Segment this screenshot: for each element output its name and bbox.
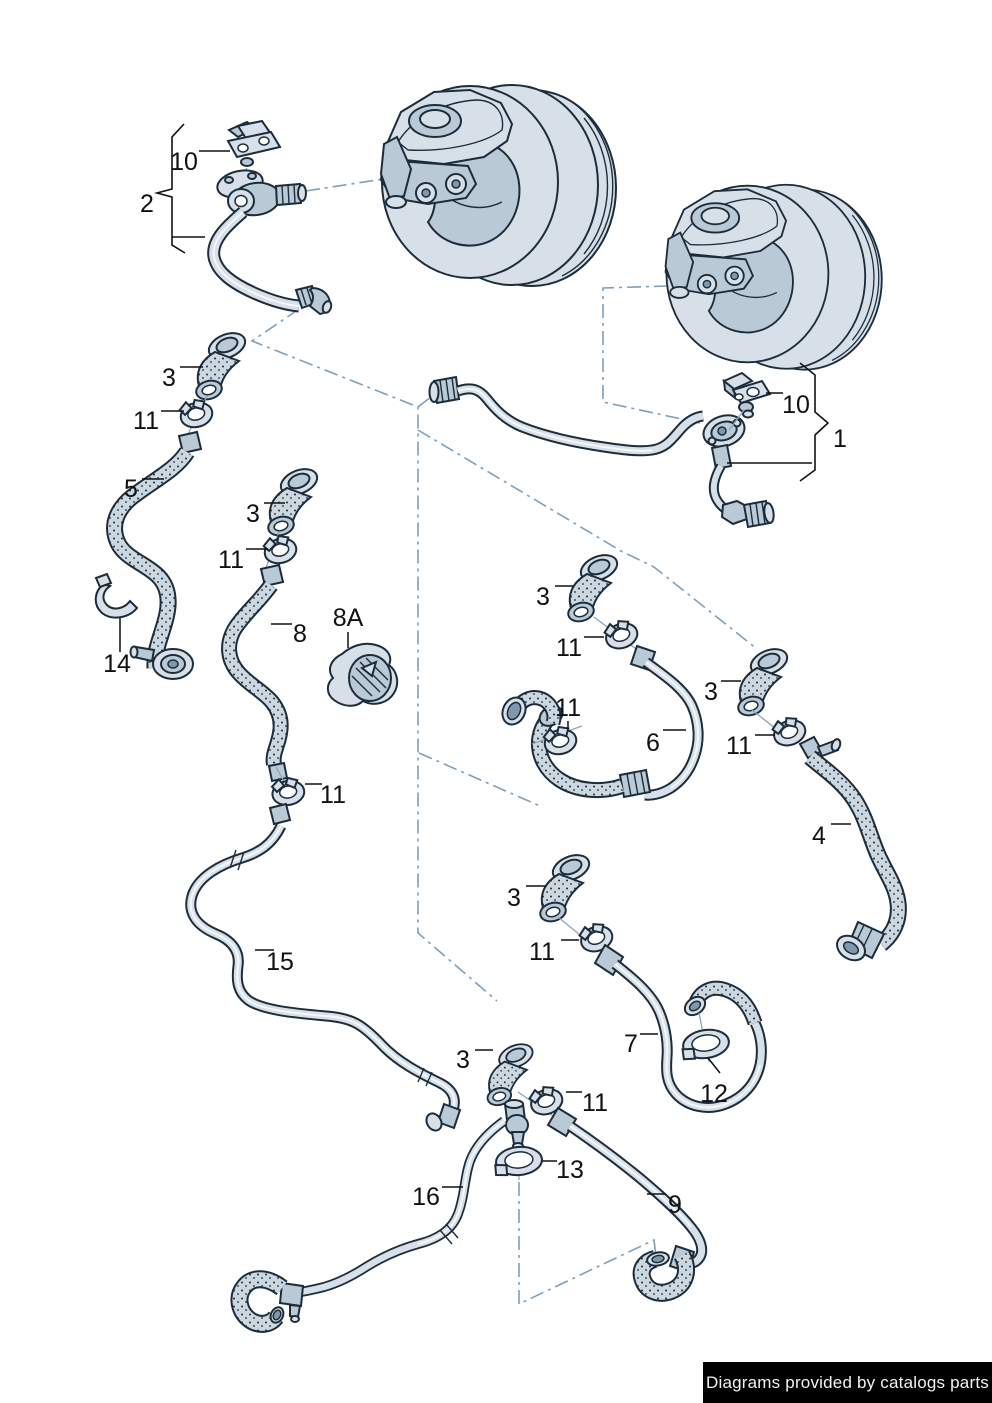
part-label-1: 1 <box>833 425 847 453</box>
vacuum-pipe-1 <box>428 375 775 529</box>
part-label-3-center-left: 3 <box>246 500 260 528</box>
hose-9 <box>546 1106 708 1302</box>
bracket-2 <box>153 123 205 254</box>
part-label-11-right: 11 <box>726 732 752 760</box>
footer-credit-text: Diagrams provided by catalogs parts <box>706 1372 989 1392</box>
part-label-9: 9 <box>668 1191 682 1219</box>
part-label-3-hose7: 3 <box>507 884 521 912</box>
part-label-8a: 8A <box>333 604 364 632</box>
hose-15 <box>185 802 462 1132</box>
part-label-6: 6 <box>646 729 660 757</box>
part-label-8: 8 <box>293 620 307 648</box>
part-label-11-hose7: 11 <box>529 938 555 966</box>
part-label-3-left: 3 <box>162 364 176 392</box>
clamp-14 <box>94 572 139 619</box>
part-label-11-floating: 11 <box>555 694 581 722</box>
vacuum-pipe-2 <box>207 169 333 316</box>
part-label-14: 14 <box>103 650 131 678</box>
part-label-11-center-left: 11 <box>218 546 244 574</box>
part-label-12: 12 <box>700 1080 728 1108</box>
footer-credit-bar: Diagrams provided by catalogs parts <box>703 1362 992 1403</box>
reference-lines <box>250 178 758 1306</box>
callouts: 10 2 3 11 5 14 3 11 8 8A 11 15 3 11 11 6… <box>103 148 847 1219</box>
brake-servo-left <box>380 84 617 287</box>
hose-8 <box>221 563 289 788</box>
part-label-11-left: 11 <box>133 407 159 435</box>
part-label-16: 16 <box>412 1183 440 1211</box>
part-label-11-hose6: 11 <box>556 634 582 662</box>
callout-leader-lines <box>119 150 851 1195</box>
check-valve-10-left <box>226 119 282 180</box>
elbow-fitting-hose16 <box>503 1099 529 1181</box>
hose-4 <box>798 735 907 962</box>
part-label-3-right: 3 <box>704 678 718 706</box>
hose-7 <box>593 943 767 1113</box>
hose-6 <box>501 644 704 801</box>
part-label-3-bottom: 3 <box>456 1046 470 1074</box>
brake-servo-right <box>664 183 883 371</box>
bracket-1 <box>727 362 830 482</box>
clip-8a <box>326 642 399 707</box>
part-label-13: 13 <box>556 1156 584 1184</box>
part-label-10-right: 10 <box>782 391 810 419</box>
part-label-5: 5 <box>124 475 138 503</box>
part-label-4: 4 <box>812 822 826 850</box>
part-label-2: 2 <box>140 190 154 218</box>
part-label-15: 15 <box>266 948 294 976</box>
part-label-11-hose15: 11 <box>320 781 346 809</box>
part-label-10-left: 10 <box>170 148 198 176</box>
check-valve-10-right <box>722 371 772 431</box>
part-label-7: 7 <box>624 1030 638 1058</box>
hose-16 <box>230 1116 507 1333</box>
part-label-11-bottom: 11 <box>582 1089 608 1117</box>
part-label-3-center: 3 <box>536 583 550 611</box>
hose-5 <box>106 430 203 680</box>
